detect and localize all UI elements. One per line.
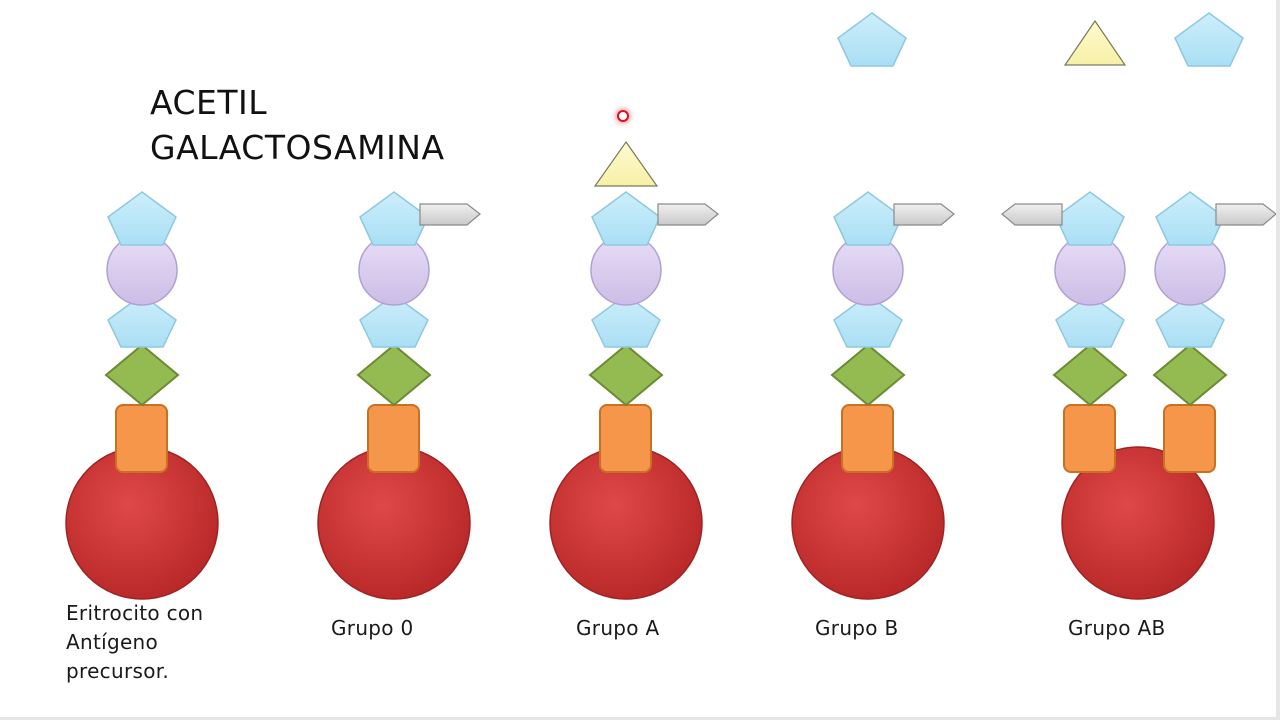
group-b-stack [791, 191, 955, 600]
fucose-tag-group-o [419, 203, 481, 226]
pentagon-upper-group-ab-right [1155, 191, 1225, 246]
pentagon-lower-group-b [833, 294, 903, 348]
slide-frame-right [1276, 0, 1280, 720]
free-sugars [837, 12, 1244, 67]
pentagon-upper-group-a [591, 191, 661, 246]
caption-precursor-line-1: Eritrocito con [66, 601, 204, 625]
erythrocyte-group-ab [1061, 446, 1215, 600]
stem-group-ab-left [1063, 404, 1116, 473]
fucose-tag-group-ab-left [1001, 203, 1063, 226]
caption-precursor-line-3: precursor. [66, 659, 170, 683]
free-triangle [1063, 19, 1127, 66]
diamond-precursor [104, 343, 180, 407]
fucose-tag-group-b [893, 203, 955, 226]
acetylgalactosamine-triangle-group-a [593, 140, 659, 187]
pentagon-upper-group-o [359, 191, 429, 246]
stem-group-o [367, 404, 420, 473]
slide-frame-bottom [0, 717, 1280, 720]
caption-group-a: Grupo A [576, 616, 660, 640]
pentagon-upper-precursor [107, 191, 177, 246]
stem-group-ab-right [1163, 404, 1216, 473]
diamond-group-o [356, 343, 432, 407]
stem-group-b [841, 404, 894, 473]
caption-precursor-line-2: Antígeno [66, 630, 159, 654]
pentagon-lower-group-ab-left [1055, 294, 1125, 348]
pentagon-lower-group-o [359, 294, 429, 348]
caption-group-o: Grupo 0 [331, 616, 414, 640]
stem-precursor [115, 404, 168, 473]
laser-pointer-icon [617, 110, 629, 122]
pentagon-upper-group-ab-left [1055, 191, 1125, 246]
group-o-stack [317, 191, 481, 600]
group-ab-stack [1001, 191, 1277, 600]
group-a-stack [549, 140, 719, 600]
precursor-antigen-stack [65, 191, 219, 600]
pentagon-upper-group-b [833, 191, 903, 246]
slide-title: ACETIL GALACTOSAMINA [150, 80, 445, 170]
free-pentagon-left [837, 12, 907, 67]
free-pentagon-right [1174, 12, 1244, 67]
caption-group-b: Grupo B [815, 616, 899, 640]
diamond-group-a [588, 343, 664, 407]
fucose-tag-group-a [657, 203, 719, 226]
pentagon-lower-group-ab-right [1155, 294, 1225, 348]
diamond-group-ab-right [1152, 343, 1228, 407]
diamond-group-ab-left [1052, 343, 1128, 407]
stem-group-a [599, 404, 652, 473]
title-line-1: ACETIL [150, 83, 268, 122]
caption-group-ab: Grupo AB [1068, 616, 1166, 640]
fucose-tag-group-ab-right [1215, 203, 1277, 226]
caption-precursor: Eritrocito con Antígeno precursor. [66, 599, 203, 686]
title-line-2: GALACTOSAMINA [150, 128, 445, 167]
pentagon-lower-precursor [107, 294, 177, 348]
pentagon-lower-group-a [591, 294, 661, 348]
diamond-group-b [830, 343, 906, 407]
